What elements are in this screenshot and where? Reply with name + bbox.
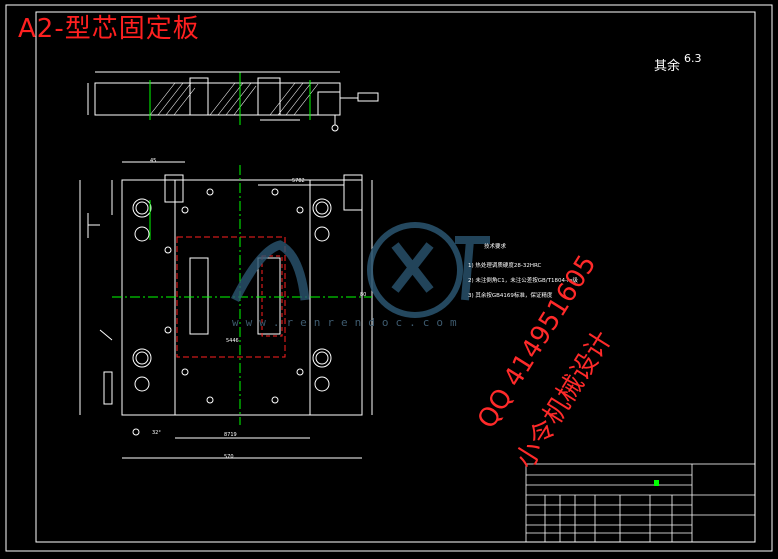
watermark-url: www.renrendoc.com: [232, 316, 464, 329]
dim-insert-width: 5446: [226, 338, 239, 344]
dim-angle: 32°: [152, 430, 161, 436]
title-block-marker: [654, 480, 659, 486]
dim-offset-top: 45: [150, 158, 157, 164]
roughness-value: 6.3: [684, 52, 702, 65]
note-item: 2) 未注倒角C1，未注公差按GB/T1804-m级: [468, 278, 578, 284]
cavity-outline: [176, 236, 286, 358]
watermark-logo-ring: [367, 222, 463, 318]
note-item: 1) 热处理调质硬度28-32HRC: [468, 263, 542, 269]
inner-frame: [35, 11, 756, 543]
roughness-label: 其余: [654, 59, 681, 74]
title-block: [525, 463, 756, 543]
dim-inner-width: 8719: [224, 432, 237, 438]
dim-offset-right: 5782: [292, 178, 305, 184]
outer-frame: [5, 4, 773, 552]
roughness-note: 其余6.3: [654, 52, 702, 74]
notes-header: 技术要求: [484, 244, 507, 250]
watermark-brand-stroke-2: [391, 242, 434, 293]
watermark-brand-stroke-1: [230, 240, 310, 303]
technical-notes: 技术要求 1) 热处理调质硬度28-32HRC 2) 未注倒角C1，未注公差按G…: [468, 240, 578, 304]
plan-view: [79, 161, 373, 459]
drawing-title: A2-型芯固定板: [18, 14, 200, 44]
section-view: [87, 71, 379, 132]
dim-top-width: 570: [224, 454, 234, 460]
insert-outline: [261, 255, 283, 337]
watermark-brand-stroke-3: [455, 236, 490, 301]
note-item: 3) 其余按GB4169标准，保证精度: [468, 293, 553, 299]
dim-side-height: 80: [360, 292, 367, 298]
